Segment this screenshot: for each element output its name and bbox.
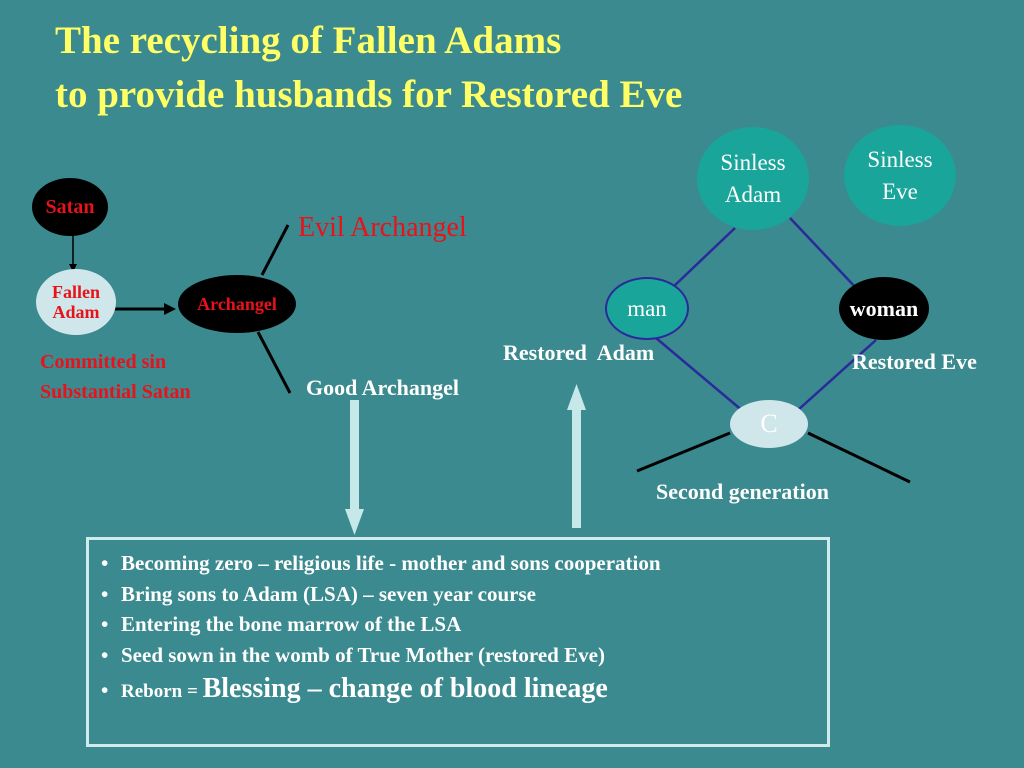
fallen-adam-label: Fallen Adam [52,282,100,322]
bullet-item-3: • Entering the bone marrow of the LSA [101,609,827,640]
woman-to-child [797,339,877,411]
title-line-1: The recycling of Fallen Adams [55,19,562,62]
satan-label: Satan [45,195,95,218]
good-branch [256,331,292,394]
man-label: man [627,295,667,321]
second-gen-right [807,431,911,484]
bullet-text-5-prefix: Reborn = [121,681,203,702]
bullet-item-2: • Bring sons to Adam (LSA) – seven year c… [101,579,827,610]
bullet-text-1: Becoming zero – religious life - mother … [121,551,661,575]
bullet-item-1: • Becoming zero – religious life - mother… [101,548,827,579]
restored-adam-label: Restored Adam [503,340,655,365]
substantial-satan-label: Substantial Satan [40,381,191,403]
bullet-box: • Becoming zero – religious life - mother… [86,537,830,747]
archangel-node: Archangel [178,275,296,333]
sinless-eve-label: Sinless Eve [867,146,933,204]
restored-eve-label: Restored Eve [852,349,977,374]
page-title: The recycling of Fallen Adams to provide… [55,14,682,122]
bullet-item-5: • Reborn = Blessing – change of blood lin… [101,673,827,708]
fallen-adam-notes: Committed sin Substantial Satan [40,347,191,407]
committed-sin-label: Committed sin [40,351,167,373]
satan-node: Satan [32,178,108,236]
bullet-text-5-emphasis: Blessing – change of blood lineage [202,673,608,704]
second-generation-label: Second generation [656,479,829,504]
adam-to-man [671,227,736,289]
archangel-arrowhead [164,303,176,315]
sinless-adam-label: Sinless Adam [720,149,786,207]
satan-arrowhead [69,264,77,272]
adam-to-woman [789,217,859,291]
child-node: C [730,400,808,448]
bullet-text-3: Entering the bone marrow of the LSA [121,612,462,636]
up-arrow-head [567,384,586,410]
archangel-label: Archangel [197,293,277,314]
good-archangel-label: Good Archangel [306,375,460,400]
down-arrow-shaft [350,400,359,512]
bullet-text-4: Seed sown in the womb of True Mother (re… [121,642,605,667]
second-gen-left [636,431,731,473]
woman-label: woman [849,295,919,321]
sinless-adam-node: Sinless Adam [697,127,809,230]
child-label: C [760,409,778,438]
fallen-adam-node: Fallen Adam [36,269,116,335]
bullet-dot-icon: • [101,678,109,702]
sinless-eve-node: Sinless Eve [844,125,956,226]
bullet-text-2: Bring sons to Adam (LSA) – seven year co… [121,581,536,606]
woman-node: woman [839,277,929,340]
bullet-dot-icon: • [101,551,109,575]
bullet-list: • Becoming zero – religious life - mother… [89,540,827,708]
evil-archangel-label: Evil Archangel [298,212,467,243]
bullet-dot-icon: • [101,612,109,636]
bullet-dot-icon: • [101,642,109,667]
up-arrow-shaft [572,405,581,528]
man-node: man [605,277,689,340]
man-to-child [655,337,745,413]
down-arrow-head [345,509,364,535]
evil-branch [260,224,290,276]
title-line-2: to provide husbands for Restored Eve [55,73,683,116]
bullet-dot-icon: • [101,581,109,606]
bullet-item-4: • Seed sown in the womb of True Mother (r… [101,640,827,671]
